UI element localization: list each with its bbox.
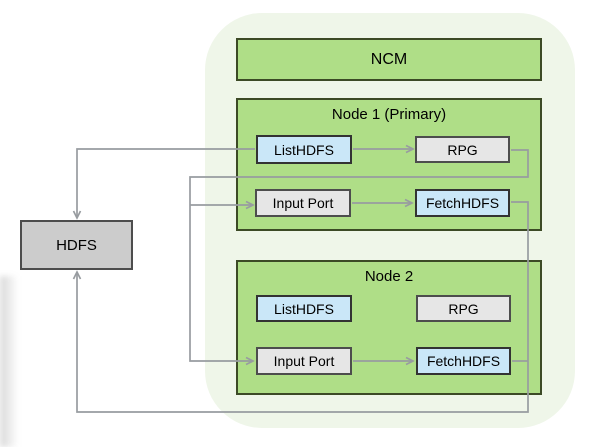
node2-listhdfs-label: ListHDFS	[274, 300, 334, 317]
node1-listhdfs-label: ListHDFS	[274, 141, 334, 158]
ncm-box: NCM	[236, 38, 542, 81]
node1-fetchhdfs-box: FetchHDFS	[415, 189, 510, 217]
node1-listhdfs-box: ListHDFS	[256, 135, 352, 164]
node2-rpg-box: RPG	[416, 295, 511, 322]
node1-input-port-label: Input Port	[272, 195, 334, 211]
node2-fetchhdfs-box: FetchHDFS	[416, 347, 511, 375]
node2-rpg-label: RPG	[448, 300, 479, 317]
node2-fetchhdfs-label: FetchHDFS	[426, 353, 501, 369]
node1-rpg-label: RPG	[447, 141, 478, 158]
node1-title: Node 1 (Primary)	[331, 106, 447, 123]
node2-listhdfs-box: ListHDFS	[256, 295, 352, 322]
ncm-label: NCM	[370, 50, 408, 68]
node2-title: Node 2	[364, 268, 414, 285]
node1-rpg-box: RPG	[415, 136, 510, 163]
hdfs-box: HDFS	[20, 220, 133, 270]
page-edge-shadow	[0, 276, 18, 447]
node2-input-port-label: Input Port	[273, 353, 335, 369]
node1-fetchhdfs-label: FetchHDFS	[425, 195, 500, 211]
node2-input-port-box: Input Port	[256, 347, 352, 375]
hdfs-label: HDFS	[56, 236, 97, 254]
node1-input-port-box: Input Port	[255, 189, 351, 217]
